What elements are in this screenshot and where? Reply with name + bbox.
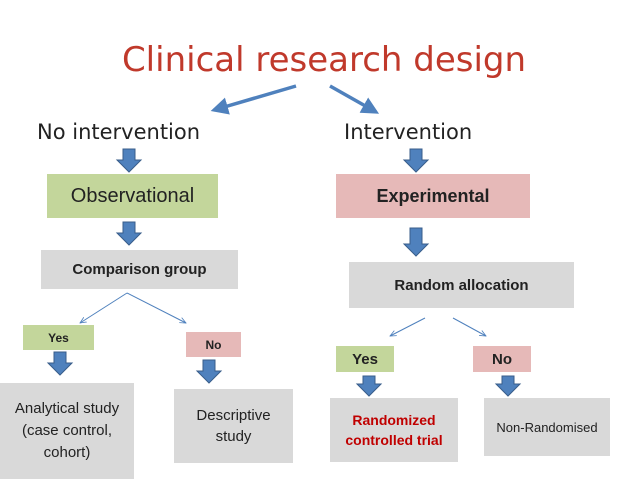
observational-box: Observational [47, 174, 218, 218]
experimental-yes-box: Yes [336, 346, 394, 372]
observational-no-box: No [186, 332, 241, 357]
down-arrow-icon [46, 351, 74, 376]
descriptive-study-box: Descriptive study [174, 389, 293, 463]
intervention-label: Intervention [344, 120, 473, 144]
down-arrow-icon [195, 359, 223, 384]
down-arrow-icon [402, 227, 430, 257]
diagram-title: Clinical research design [121, 40, 527, 80]
down-arrow-icon [115, 221, 143, 246]
title-to-no-intervention-arrow [210, 84, 297, 115]
experimental-box: Experimental [336, 174, 530, 218]
comparison-group-box: Comparison group [41, 250, 238, 289]
title-to-intervention-arrow [329, 84, 380, 114]
down-arrow-icon [494, 375, 522, 397]
comparison-no-branch-arrow [126, 292, 186, 323]
no-intervention-label: No intervention [37, 120, 201, 144]
down-arrow-icon [355, 375, 383, 397]
non-randomised-box: Non-Randomised [484, 398, 610, 456]
random-allocation-box: Random allocation [349, 262, 574, 308]
allocation-no-branch-arrow [452, 317, 486, 336]
down-arrow-icon [402, 148, 430, 173]
randomized-controlled-trial-box: Randomized controlled trial [330, 398, 458, 462]
analytical-study-box: Analytical study (case control, cohort) [0, 383, 134, 479]
allocation-yes-branch-arrow [390, 317, 426, 336]
experimental-no-box: No [473, 346, 531, 372]
observational-yes-box: Yes [23, 325, 94, 350]
comparison-yes-branch-arrow [80, 292, 128, 323]
down-arrow-icon [115, 148, 143, 173]
